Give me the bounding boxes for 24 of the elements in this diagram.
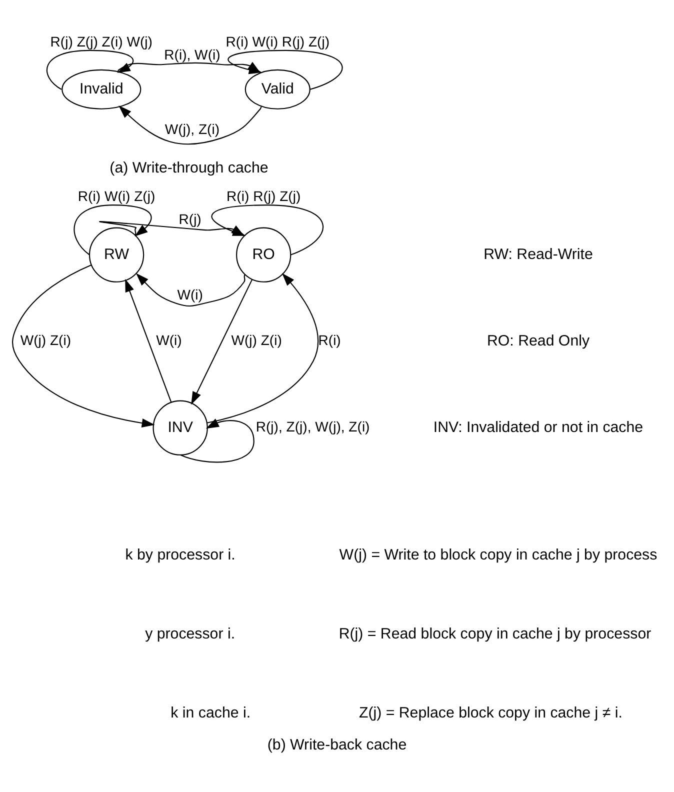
label: INV: Invalidated or not in cache [433,418,644,436]
edge-label: R(i) [318,332,341,348]
label: Z(j) = Replace block copy in cache j ≠ i. [358,704,622,721]
label: (a) Write-through cache [110,158,268,176]
label: W(j) = Write to block copy in cache j by process [339,546,658,563]
edge-label: R(j) [178,210,202,226]
caption: (b) Write-back cache [267,736,407,753]
edge-label: W(j) Z(i) [231,332,282,348]
edge-label: R(i) R(j) Z(j) [226,188,301,204]
label: k by processor i. [125,546,236,563]
edge-label: R(j), Z(j), W(j), Z(i) [256,418,370,434]
edge-label: W(j), Z(i) [164,120,220,137]
edge-label: R(i) W(i) Z(j) [78,188,156,204]
label: k in cache i. [170,704,251,721]
label: RW: Read-Write [484,245,593,262]
edge-label: W(i) [177,286,203,302]
edge-label: W(j) Z(i) [20,332,72,348]
edge-label: R(j) Z(j) Z(i) W(j) [50,33,152,50]
label: RO: Read Only [486,332,590,349]
label: y processor i. [145,624,236,642]
edge-label: R(i) W(i) R(j) Z(j) [226,33,330,50]
label: R(j) = Read block copy in cache j by processor [338,624,652,642]
edge-label: R(i), W(i) [164,46,220,62]
edge-label: W(i) [156,332,182,348]
